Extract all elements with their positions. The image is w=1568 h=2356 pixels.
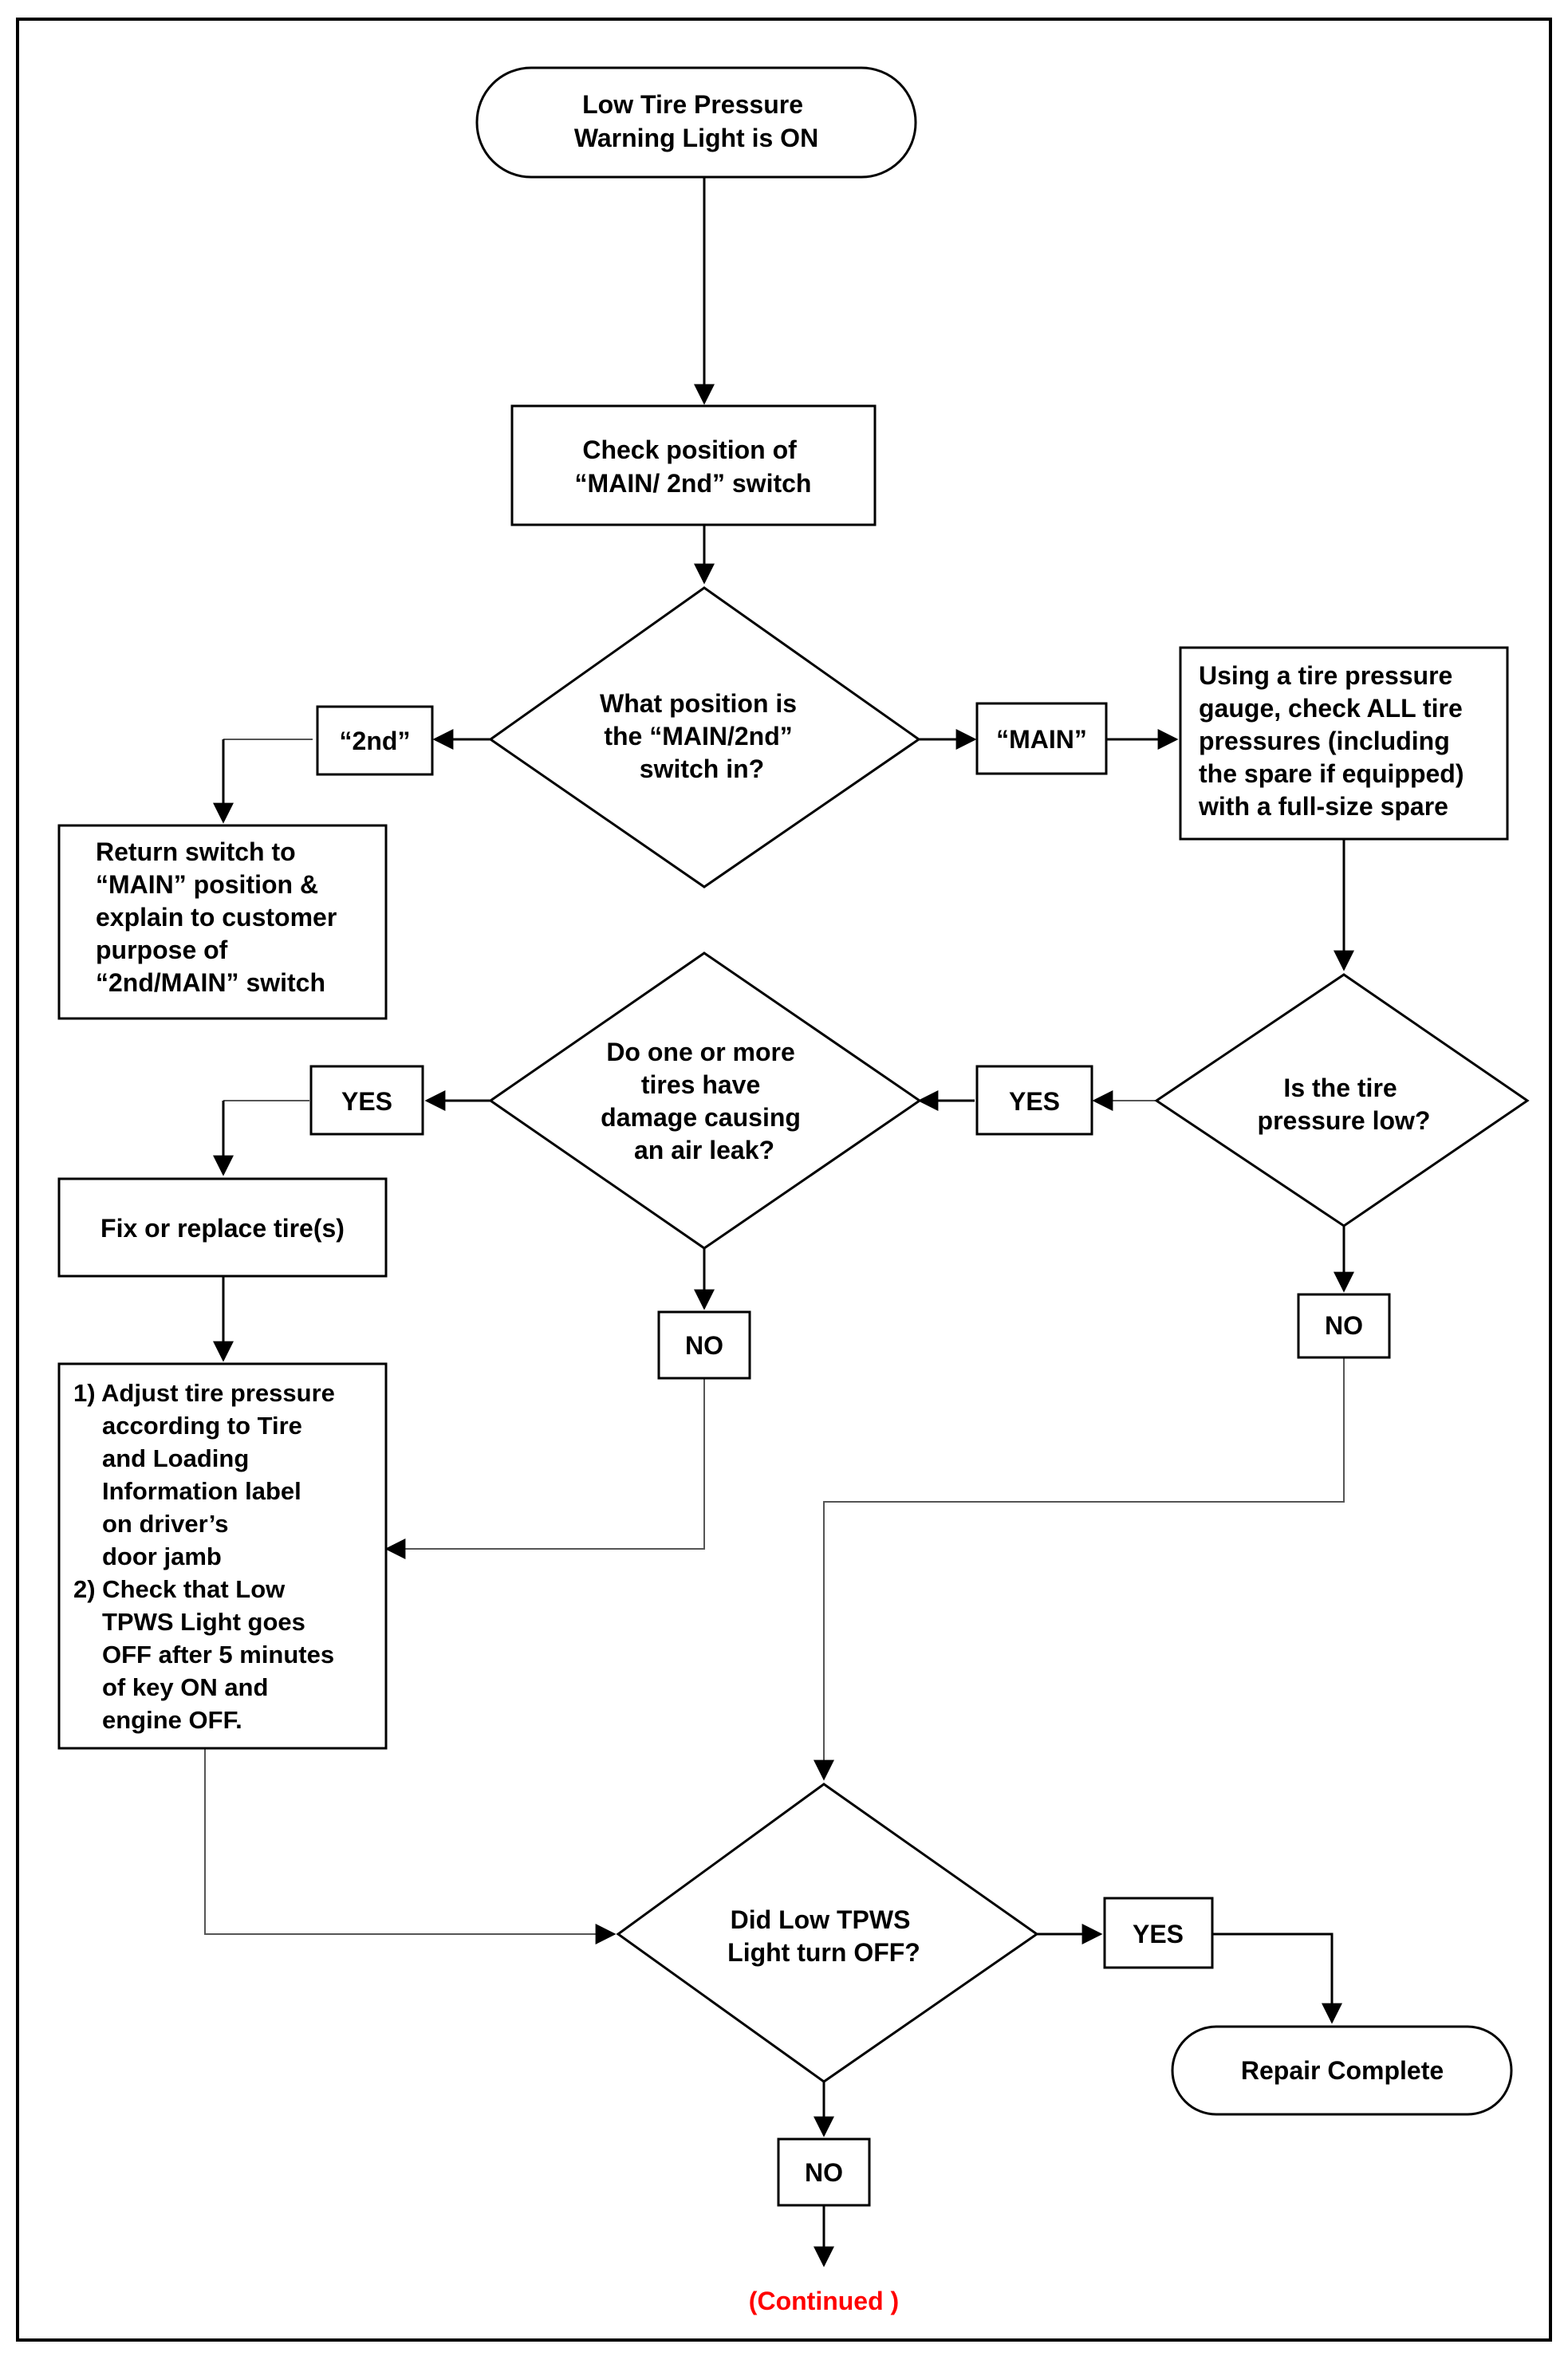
adjust-line-10: of key ON and (102, 1673, 268, 1701)
arrow-no-to-adjust (384, 1378, 705, 1559)
repair-complete-terminal: Repair Complete (1171, 2025, 1513, 2116)
arrow-adjust-to-final (204, 1748, 617, 1944)
pressure-low-line-2: pressure low? (1258, 1106, 1431, 1135)
damage-yes-label: YES (309, 1065, 424, 1136)
switch-decision-line-3: switch in? (640, 754, 764, 783)
fix-tires-text: Fix or replace tire(s) (100, 1214, 345, 1243)
light-off-no-text: NO (805, 2158, 843, 2187)
switch-decision-line-1: What position is (600, 689, 797, 718)
svg-text:Did Low TPWS Light turn: Did Low TPWS Light turn OFF? (727, 1905, 920, 1967)
switch-2nd-label: “2nd” (316, 705, 434, 776)
check-switch-line-2: “MAIN/ 2nd” switch (575, 469, 812, 498)
switch-decision-line-2: the “MAIN/2nd” (604, 722, 792, 751)
adjust-line-2: according to Tire (102, 1412, 302, 1440)
return-switch-process: Return switch to “MAIN” position & expla… (57, 824, 388, 1020)
svg-text:Low Tire Pressure Warnin: Low Tire Pressure Warning Light is ON (574, 90, 818, 152)
adjust-pressure-process: 1) Adjust tire pressure according to Tir… (57, 1362, 388, 1750)
check-switch-line-1: Check position of (582, 435, 797, 464)
pressure-low-line-1: Is the tire (1283, 1074, 1397, 1102)
adjust-line-6: door jamb (102, 1542, 222, 1570)
return-line-5: “2nd/MAIN” switch (96, 968, 325, 997)
check-all-line-1: Using a tire pressure (1199, 661, 1452, 690)
svg-text:What position is the “MA: What position is the “MAIN/2nd” switch i… (600, 689, 804, 783)
light-off-yes-label: YES (1103, 1897, 1214, 1969)
damage-line-4: an air leak? (634, 1136, 774, 1164)
return-line-3: explain to customer (96, 903, 337, 932)
light-off-decision: Did Low TPWS Light turn OFF? (616, 1783, 1039, 2083)
arrow-yes-to-complete (1212, 1932, 1342, 2024)
light-off-yes-text: YES (1133, 1920, 1184, 1948)
svg-text:1) Adjust tire pressure: 1) Adjust tire pressure according to Tir… (73, 1379, 342, 1734)
adjust-line-1: 1) Adjust tire pressure (73, 1379, 335, 1407)
pressure-low-decision: Is the tire pressure low? (1154, 973, 1530, 1227)
damage-no-label: NO (657, 1310, 751, 1380)
check-switch-process: Check position of “MAIN/ 2nd” switch (510, 404, 877, 526)
return-line-1: Return switch to (96, 837, 296, 866)
return-line-2: “MAIN” position & (96, 870, 318, 899)
svg-text:Is the tire pressure low: Is the tire pressure low? (1258, 1074, 1431, 1135)
check-all-line-5: with a full-size spare (1198, 792, 1448, 821)
check-all-line-3: pressures (including (1199, 727, 1450, 755)
adjust-line-4: Information label (102, 1477, 301, 1505)
start-line-1: Low Tire Pressure (582, 90, 803, 119)
damage-yes-text: YES (341, 1087, 392, 1116)
adjust-line-8: TPWS Light goes (102, 1608, 305, 1636)
svg-text:Do one or more tires hav: Do one or more tires have damage causing… (601, 1038, 808, 1164)
damage-line-1: Do one or more (606, 1038, 794, 1066)
damage-no-text: NO (685, 1331, 723, 1360)
svg-text:Check position of “MAIN/: Check position of “MAIN/ 2nd” switch (575, 435, 812, 498)
light-off-no-label: NO (777, 2137, 871, 2207)
pressure-low-yes-label: YES (975, 1065, 1093, 1136)
adjust-line-9: OFF after 5 minutes (102, 1641, 334, 1669)
damage-line-2: tires have (641, 1070, 760, 1099)
continued-link[interactable]: (Continued ) (749, 2287, 899, 2315)
start-line-2: Warning Light is ON (574, 124, 818, 152)
adjust-line-7: 2) Check that Low (73, 1575, 286, 1603)
check-all-line-4: the spare if equipped) (1199, 759, 1464, 788)
return-line-4: purpose of (96, 936, 228, 964)
tire-damage-decision: Do one or more tires have damage causing… (488, 951, 922, 1250)
check-all-tires-process: Using a tire pressure gauge, check ALL t… (1179, 646, 1509, 841)
pressure-low-no-label: NO (1297, 1293, 1391, 1359)
switch-position-decision: What position is the “MAIN/2nd” switch i… (488, 586, 921, 888)
light-off-line-2: Light turn OFF? (727, 1938, 920, 1967)
start-terminal: Low Tire Pressure Warning Light is ON (475, 66, 917, 179)
svg-text:Using a tire pressure ga: Using a tire pressure gauge, check ALL t… (1198, 661, 1471, 821)
repair-complete-text: Repair Complete (1241, 2056, 1444, 2085)
arrow-no-to-final (814, 1357, 1345, 1781)
check-all-line-2: gauge, check ALL tire (1199, 694, 1463, 723)
switch-2nd-text: “2nd” (340, 727, 411, 755)
switch-main-label: “MAIN” (975, 702, 1108, 775)
adjust-line-5: on driver’s (102, 1510, 229, 1538)
damage-line-3: damage causing (601, 1103, 801, 1132)
adjust-line-3: and Loading (102, 1444, 249, 1472)
adjust-line-11: engine OFF. (102, 1706, 242, 1734)
svg-text:Return switch to “MAIN”: Return switch to “MAIN” position & expla… (96, 837, 344, 997)
connectors (204, 177, 1354, 2267)
switch-main-text: “MAIN” (996, 725, 1087, 754)
light-off-line-1: Did Low TPWS (731, 1905, 911, 1934)
pressure-low-no-text: NO (1325, 1311, 1363, 1340)
fix-tires-process: Fix or replace tire(s) (57, 1177, 388, 1278)
pressure-low-yes-text: YES (1009, 1087, 1060, 1116)
